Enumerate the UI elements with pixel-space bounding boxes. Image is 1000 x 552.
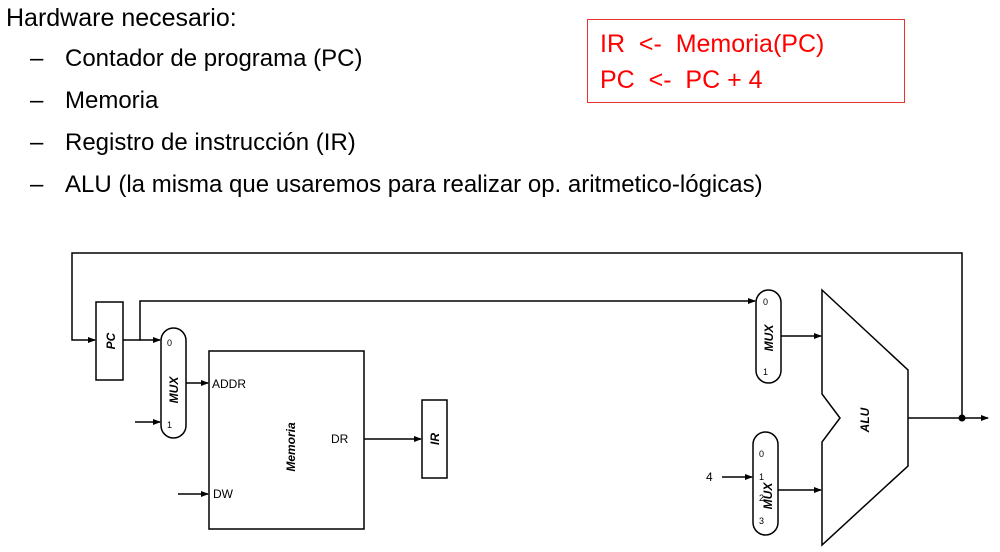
feedback-wire	[71, 252, 963, 418]
alu-block	[821, 288, 909, 547]
heading: Hardware necesario:	[6, 4, 237, 32]
pc-register	[95, 301, 124, 381]
mux-left-in1: 1	[167, 420, 172, 430]
memory-dr-label: DR	[331, 432, 349, 446]
mux-top-label: MUX	[762, 324, 776, 352]
pc-label: PC	[104, 332, 118, 349]
rtl-box: IR <- Memoria(PC) PC <- PC + 4	[587, 19, 905, 103]
mux-top-in1: 1	[763, 367, 768, 377]
bullet-text: ALU (la misma que usaremos para realizar…	[65, 171, 763, 198]
mux-left-label: MUX	[167, 376, 181, 404]
bullet-item-memoria: –Memoria	[30, 80, 763, 122]
mux-bottom	[752, 431, 779, 536]
mux-bottom-in1: 1	[759, 472, 764, 482]
mux-bottom-label: MUX	[761, 482, 775, 510]
ir-label: IR	[428, 433, 442, 445]
bullet-item-pc: –Contador de programa (PC)	[30, 38, 763, 80]
rtl-line-ir: IR <- Memoria(PC)	[600, 30, 825, 58]
const-four-label: 4	[706, 470, 713, 484]
bullet-item-ir: –Registro de instrucción (IR)	[30, 122, 763, 164]
memory-block	[208, 350, 365, 530]
bullet-text: Registro de instrucción (IR)	[65, 129, 356, 156]
memory-addr-label: ADDR	[212, 377, 246, 391]
mux-bottom-in3: 3	[759, 516, 764, 526]
memory-dw-label: DW	[213, 487, 234, 501]
pc-to-mux-top-wire	[123, 298, 756, 341]
alu-label: ALU	[858, 407, 872, 433]
bullet-list: –Contador de programa (PC) –Memoria –Reg…	[30, 38, 763, 206]
ir-register	[421, 399, 448, 479]
bullet-dash: –	[30, 45, 44, 72]
memory-label: Memoria	[284, 422, 298, 472]
mux-bottom-in0: 0	[759, 449, 764, 459]
bullet-dash: –	[30, 87, 44, 114]
bullet-text: Contador de programa (PC)	[65, 45, 363, 72]
mux-bottom-in2: 2	[759, 493, 764, 503]
bullet-dash: –	[30, 171, 44, 198]
bullet-text: Memoria	[65, 87, 159, 114]
mux-top-in0: 0	[763, 297, 768, 307]
bullet-item-alu: –ALU (la misma que usaremos para realiza…	[30, 164, 763, 206]
output-junction	[958, 414, 966, 422]
bullet-dash: –	[30, 129, 44, 156]
rtl-line-pc: PC <- PC + 4	[600, 66, 763, 94]
mux-left-in0: 0	[167, 338, 172, 348]
